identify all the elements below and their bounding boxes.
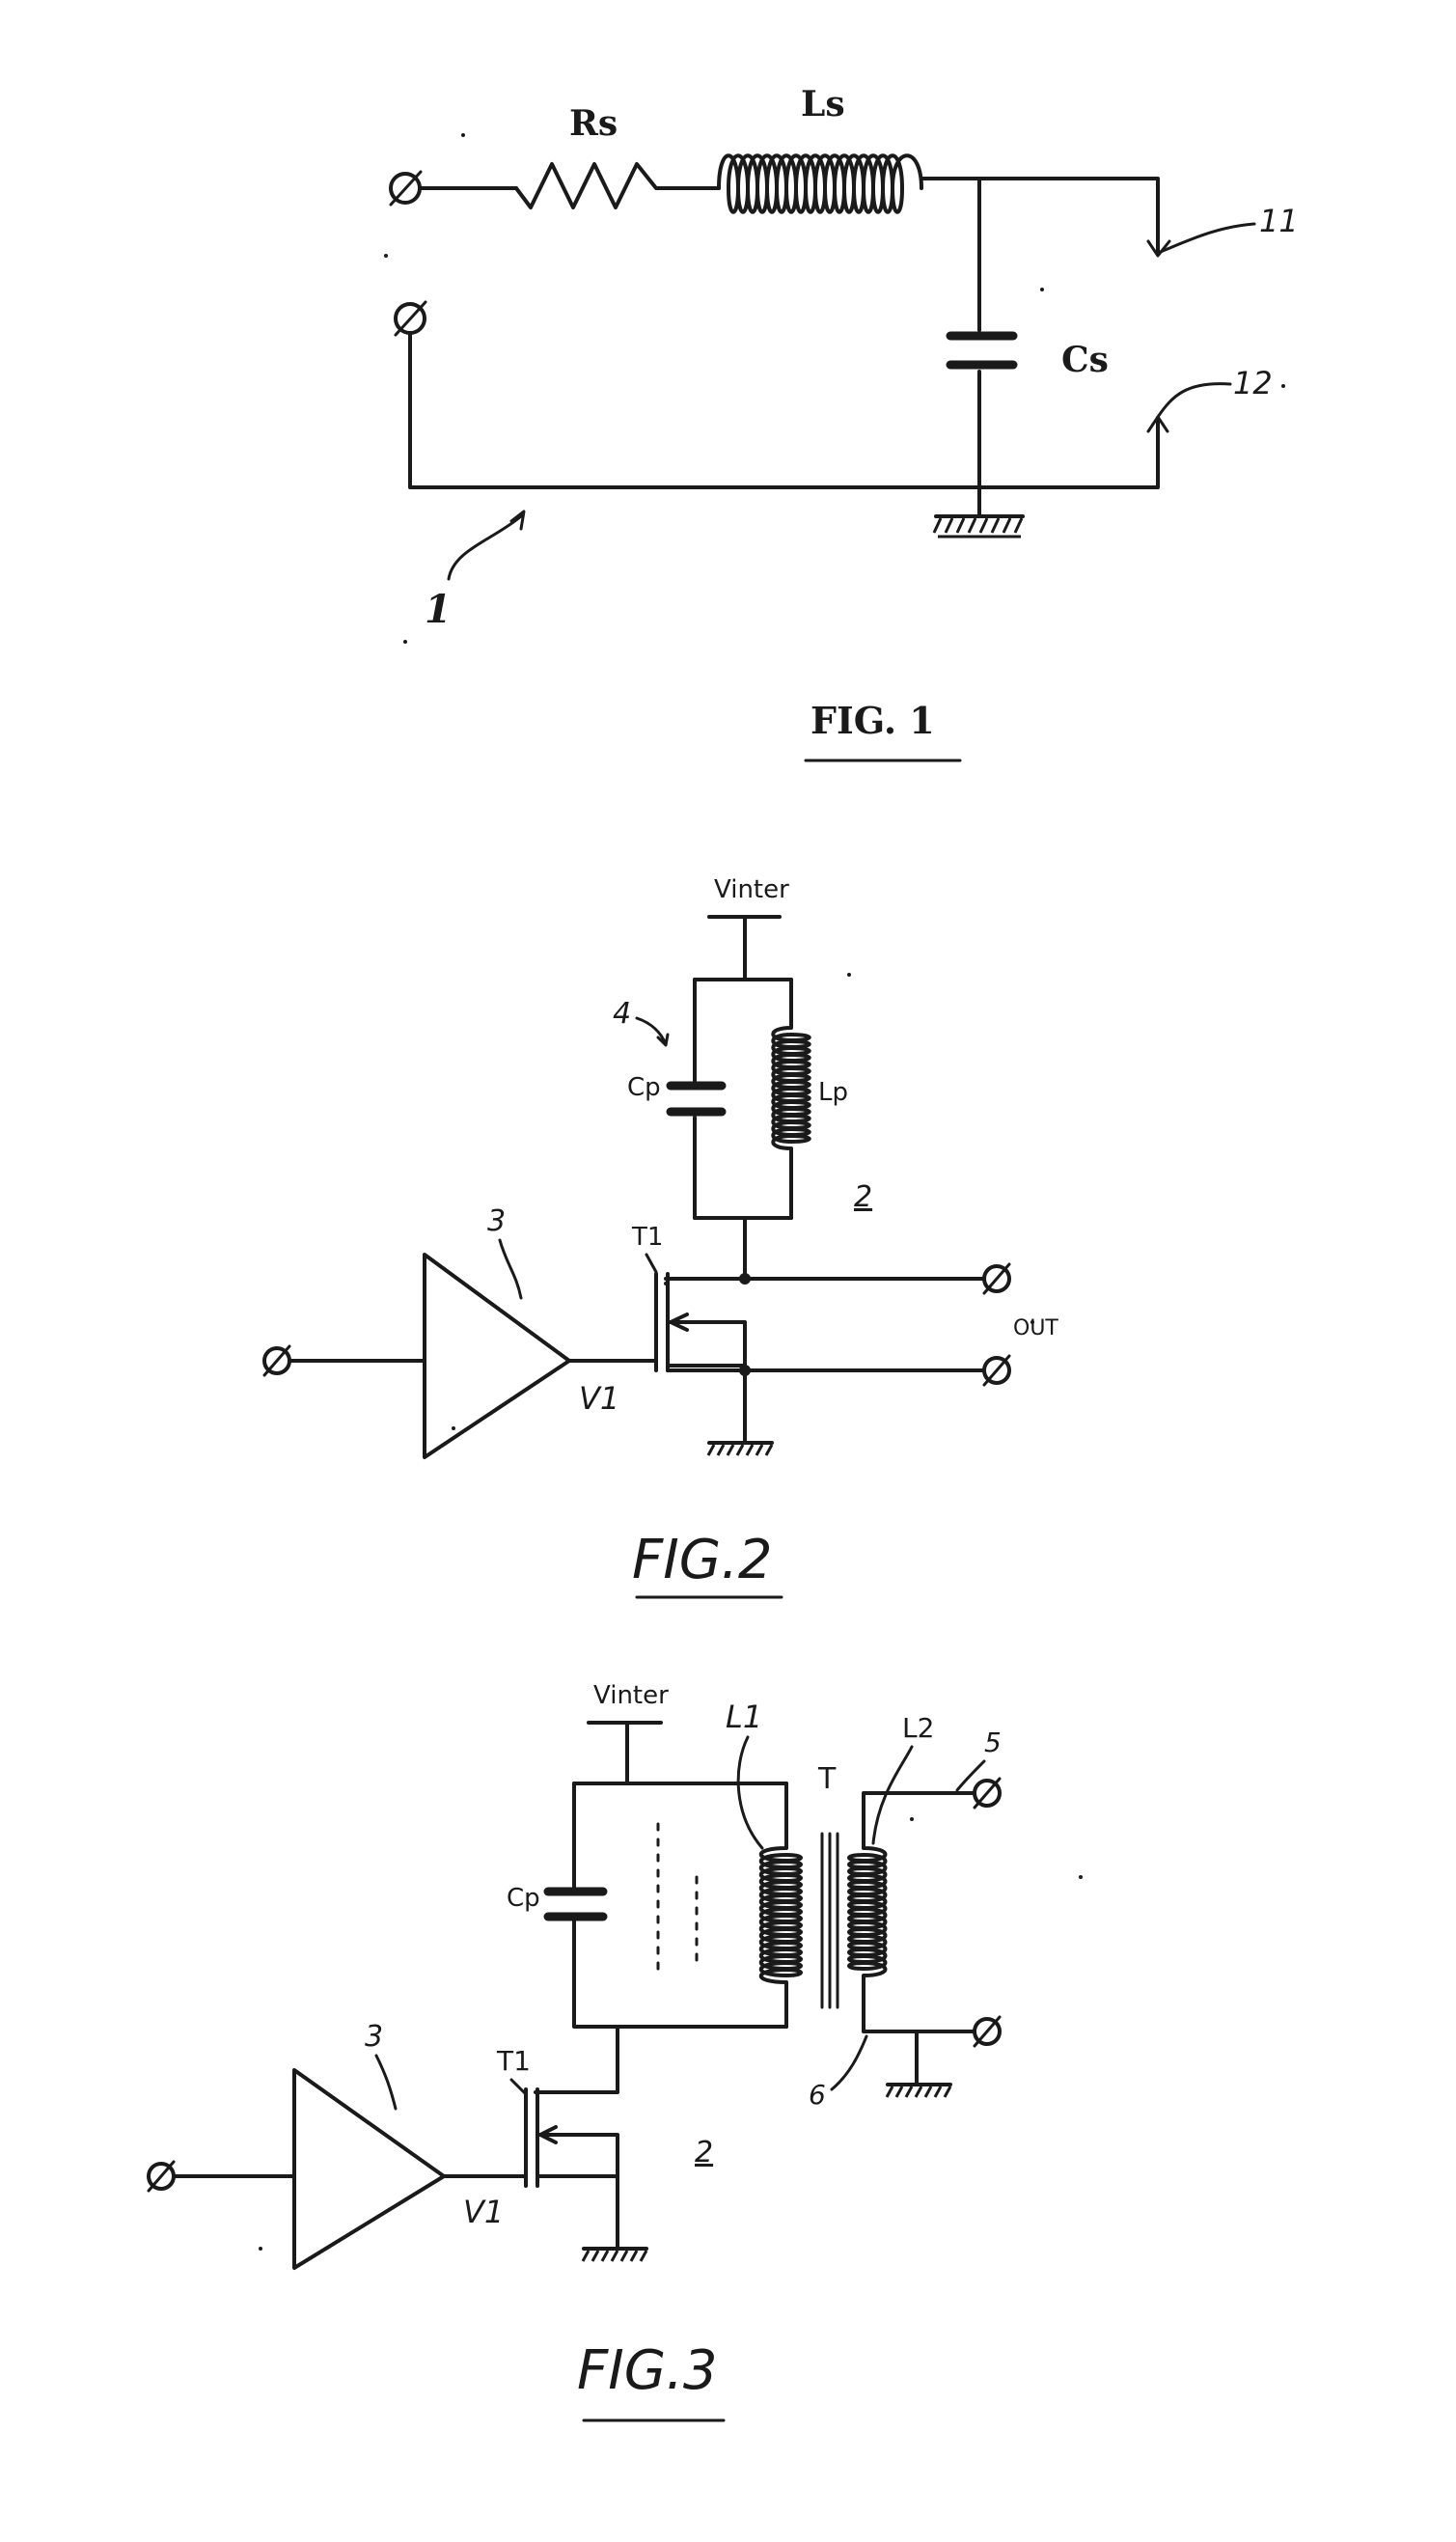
fig3-ref-5: 5 xyxy=(984,1727,1002,1758)
fig2-transistor-label: T1 xyxy=(631,1223,663,1252)
fig1-capacitor-label: Cs xyxy=(1061,340,1109,380)
fig3-leader-6 xyxy=(832,2036,866,2089)
fig2-ref-4: 4 xyxy=(613,997,631,1031)
fig3-primary-inductor xyxy=(761,1783,801,2027)
fig3-drain-wire xyxy=(536,2027,618,2092)
fig1-leader-1 xyxy=(449,516,521,579)
fig2-ref-3: 3 xyxy=(487,1204,506,1238)
fig1-input-terminal-bottom xyxy=(396,302,426,335)
fig3-drive-label: V1 xyxy=(463,2194,504,2230)
fig1-leader-12 xyxy=(1158,384,1230,417)
fig2-amplifier-symbol xyxy=(425,1255,569,1457)
fig3-input-terminal xyxy=(149,2162,174,2191)
fig1-leader-11 xyxy=(1158,224,1254,253)
fig2-supply-label: Vinter xyxy=(714,875,789,904)
fig2-inductor-label: Lp xyxy=(818,1078,848,1107)
fig2-drive-label: V1 xyxy=(579,1380,619,1417)
fig3-transistor-label: T1 xyxy=(496,2045,531,2077)
fig2-ground-symbol xyxy=(708,1443,772,1455)
fig3-ref-3: 3 xyxy=(365,2020,383,2054)
fig2-leader-3 xyxy=(500,1240,521,1298)
fig3-supply-label: Vinter xyxy=(593,1681,669,1710)
fig3-tank-left-wire xyxy=(574,1783,786,2027)
fig1-resistor-label: Rs xyxy=(569,103,618,144)
fig3-secondary-ground-symbol xyxy=(887,2085,950,2097)
fig1-resistor-symbol xyxy=(516,164,719,207)
fig1-ground-symbol xyxy=(934,516,1023,537)
fig2-caption: FIG.2 xyxy=(632,1529,773,1591)
fig3-output-terminal xyxy=(975,1779,1000,1808)
fig2-transistor-leader xyxy=(646,1255,656,1272)
fig3-leader-5 xyxy=(957,1761,984,1790)
fig3-caption: FIG.3 xyxy=(577,2339,718,2402)
fig2-capacitor-label: Cp xyxy=(627,1073,661,1102)
fig3-leader-3 xyxy=(376,2056,396,2109)
fig2-transistor-symbol xyxy=(656,1274,745,1370)
fig3-transformer-core xyxy=(822,1834,838,2007)
fig1-ref-11: 11 xyxy=(1259,203,1299,239)
fig1-wire-top-right xyxy=(921,179,1158,253)
fig3-secondary-inductor xyxy=(849,1793,975,2031)
fig3-capacitor-label: Cp xyxy=(507,1884,540,1913)
fig3-amplifier-symbol xyxy=(294,2070,444,2268)
fig1-wire-bottom xyxy=(410,333,1158,487)
fig3-ground-symbol xyxy=(583,2249,646,2261)
figure-2: Vinter Cp Lp 4 2 T1 xyxy=(264,875,1058,1597)
fig1-inductor-symbol xyxy=(719,155,921,212)
fig2-inductor-symbol xyxy=(773,980,810,1218)
fig2-output-terminal-top xyxy=(984,1264,1009,1293)
fig1-inductor-label: Ls xyxy=(801,84,845,124)
fig3-transistor-symbol xyxy=(526,2089,618,2186)
fig3-transformer-label: T xyxy=(817,1762,837,1796)
figure-1: Rs Ls 11 Cs 12 1 FIG. 1 xyxy=(384,84,1299,760)
fig3-transistor-leader xyxy=(511,2080,526,2094)
fig3-ground-terminal xyxy=(975,2017,1000,2046)
fig3-primary-leader xyxy=(738,1737,762,1848)
fig2-output-terminal-bottom xyxy=(984,1356,1009,1385)
fig3-primary-label: L1 xyxy=(726,1699,762,1735)
fig1-caption: FIG. 1 xyxy=(810,699,935,742)
figure-3: Vinter Cp L1 T L2 5 xyxy=(149,1681,1083,2420)
fig1-ref-1: 1 xyxy=(425,587,452,632)
fig3-ref-2: 2 xyxy=(695,2136,713,2169)
fig2-input-terminal xyxy=(264,1346,289,1375)
fig1-input-terminal-top xyxy=(391,172,421,205)
fig3-ref-6: 6 xyxy=(809,2079,826,2111)
fig2-ref-2: 2 xyxy=(854,1180,872,1214)
fig2-leader-4 xyxy=(637,1018,668,1045)
fig2-output-label: OUT xyxy=(1013,1316,1058,1340)
fig3-secondary-label: L2 xyxy=(902,1712,934,1744)
fig1-ref-12: 12 xyxy=(1233,365,1273,401)
fig2-drain-junction xyxy=(739,1273,751,1285)
